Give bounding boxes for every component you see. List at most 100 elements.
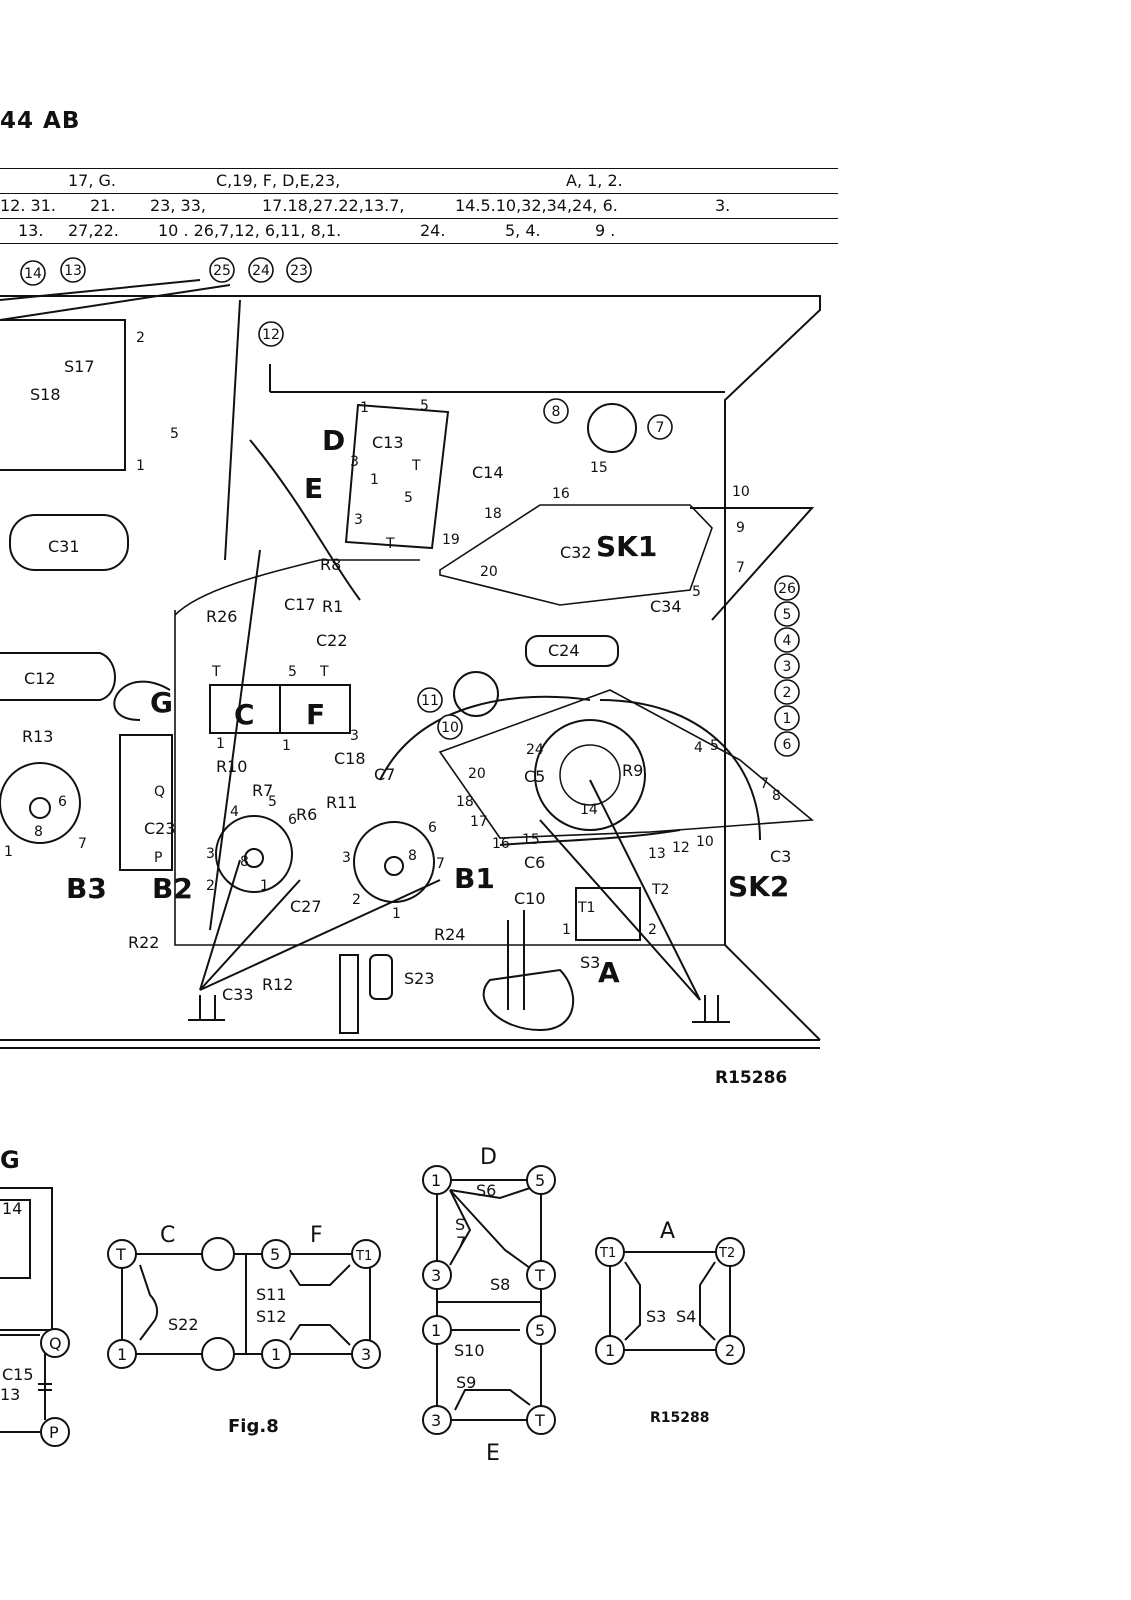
pin-label: T2 — [651, 882, 669, 898]
pin-label: T — [411, 458, 421, 474]
pin-label: 20 — [468, 766, 486, 782]
group-label: SK2 — [728, 870, 789, 903]
pin-label: 5 — [288, 664, 297, 680]
group-label: E — [304, 472, 323, 505]
component-labels: S17 S18 C31 C12 R13 C13 C14 C32 C34 C24 … — [22, 357, 791, 1004]
sub-c-label: C — [160, 1223, 175, 1248]
component-label: C22 — [316, 631, 348, 650]
group-label: C — [234, 698, 255, 731]
component-label: R8 — [320, 555, 341, 574]
sub-c-pin: 1 — [117, 1345, 127, 1364]
table-cell: C,19, F, D,E,23, — [216, 171, 341, 190]
sub-e-pin: 3 — [431, 1411, 441, 1430]
pin-label: 16 — [492, 836, 510, 852]
pin-label: 19 — [442, 532, 460, 548]
pin-label: 2 — [648, 922, 657, 938]
pin-label: 8 — [772, 788, 781, 804]
sub-e-pin: 1 — [431, 1321, 441, 1340]
group-label: B1 — [454, 862, 495, 895]
component-label: C3 — [770, 847, 791, 866]
callout-label: 3 — [783, 659, 792, 675]
sub-g-res: 13 — [0, 1385, 20, 1404]
pin-label: 1 — [562, 922, 571, 938]
component-label: R6 — [296, 805, 317, 824]
pin-label: 20 — [480, 564, 498, 580]
pin-label: 18 — [484, 506, 502, 522]
sub-d-coil: S6 — [476, 1181, 496, 1200]
pin-label: 7 — [760, 776, 769, 792]
table-cell: 12. 31. — [0, 196, 56, 215]
pin-label: 3 — [350, 728, 359, 744]
callout-label: 8 — [552, 404, 561, 420]
table-cell: 24. — [420, 221, 446, 240]
sub-g-pin: Q — [49, 1334, 62, 1353]
group-label: B3 — [66, 872, 107, 905]
group-label: D — [322, 424, 345, 457]
sub-g-pin: P — [49, 1423, 59, 1442]
subdiagram-cf — [107, 1237, 381, 1371]
group-labels: D E G C F B3 B2 B1 A SK1 SK2 — [66, 424, 789, 989]
group-label: F — [306, 698, 325, 731]
pin-label: 8 — [34, 824, 43, 840]
callout-label: 13 — [64, 263, 82, 279]
pin-label: 15 — [522, 832, 540, 848]
pin-label: 14 — [580, 802, 598, 818]
component-label: S23 — [404, 969, 435, 988]
component-label: C18 — [334, 749, 366, 768]
sub-d-pin: 5 — [535, 1171, 545, 1190]
pin-label: 10 — [732, 484, 750, 500]
component-label: R13 — [22, 727, 53, 746]
sub-d-coil: 7 — [456, 1233, 466, 1252]
pin-label: 7 — [436, 856, 445, 872]
component-label: C34 — [650, 597, 682, 616]
table-cell: 5, 4. — [505, 221, 541, 240]
component-label: R11 — [326, 793, 357, 812]
component-label: C31 — [48, 537, 80, 556]
sub-a-pin: T2 — [718, 1246, 735, 1261]
sub-a-pin: 1 — [605, 1341, 615, 1360]
sub-f-label: F — [310, 1223, 323, 1248]
pin-label: 7 — [78, 836, 87, 852]
pin-label: 4 — [230, 804, 239, 820]
sub-e-pin: T — [534, 1411, 545, 1430]
pin-label: 1 — [282, 738, 291, 754]
sub-g-cap: C15 — [2, 1365, 34, 1384]
pin-label: 7 — [736, 560, 745, 576]
sub-d-coil: S8 — [490, 1275, 510, 1294]
component-label: R24 — [434, 925, 465, 944]
callout-label: 10 — [441, 720, 459, 736]
component-label: S18 — [30, 385, 61, 404]
pin-label: T — [385, 536, 395, 552]
table-row: 13. 27,22. 10 . 26,7,12, 6,11, 8,1. 24. … — [0, 218, 838, 244]
sub-f-pin: 5 — [270, 1245, 280, 1264]
drawing-reference-bottom: R15288 — [650, 1410, 710, 1426]
callout-label: 25 — [213, 263, 231, 279]
sub-a-coil: S3 — [646, 1307, 666, 1326]
component-label: R22 — [128, 933, 159, 952]
component-label: C33 — [222, 985, 254, 1004]
sub-e-pin: 5 — [535, 1321, 545, 1340]
pin-label: 5 — [404, 490, 413, 506]
table-cell: 9 . — [595, 221, 616, 240]
callout-label: 4 — [783, 633, 792, 649]
sub-a-coil: S4 — [676, 1307, 696, 1326]
pin-label: 9 — [736, 520, 745, 536]
pin-label: 8 — [240, 854, 249, 870]
sub-f-pin: T1 — [355, 1249, 372, 1264]
sub-e-coil: S9 — [456, 1373, 476, 1392]
pin-label: 13 — [648, 846, 666, 862]
pin-label: 6 — [428, 820, 437, 836]
callout-labels: 14 13 25 24 23 12 8 7 26 5 4 3 2 1 6 11 … — [24, 263, 796, 753]
parts-table: 17, G. C,19, F, D,E,23, A, 1, 2. 12. 31.… — [0, 168, 838, 244]
component-label: C12 — [24, 669, 56, 688]
page-title: 44 AB — [0, 108, 81, 134]
table-cell: A, 1, 2. — [566, 171, 623, 190]
pin-label: 1 — [392, 906, 401, 922]
component-label: C7 — [374, 765, 395, 784]
table-cell: 27,22. — [68, 221, 119, 240]
component-label: C24 — [548, 641, 580, 660]
pin-label: 12 — [672, 840, 690, 856]
pin-label: 2 — [206, 878, 215, 894]
component-label: C6 — [524, 853, 545, 872]
